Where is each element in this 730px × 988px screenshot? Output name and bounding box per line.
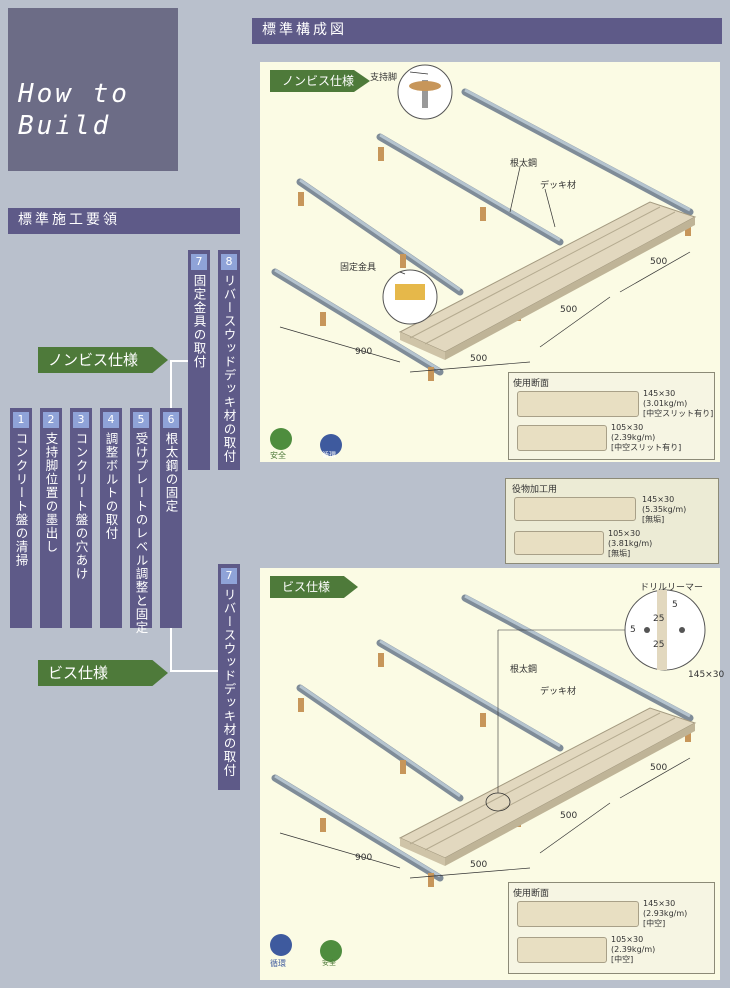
recycle-globe-icon (270, 934, 292, 956)
section-shape-145 (517, 901, 639, 927)
safety-icon-label: 安全 (322, 959, 336, 967)
step-text: リバースウッドデッキ材の取付 (221, 274, 237, 463)
nonbis-deck-diagram (271, 64, 697, 381)
step-text: 支持脚位置の墨出し (43, 432, 59, 554)
section-title: 使用断面 (513, 379, 550, 389)
dim-900: 900 (355, 347, 373, 357)
step-5: 5 受けプレートのレベル調整と固定 (130, 408, 152, 635)
trim-shape-105 (514, 531, 604, 555)
construction-procedure-title: 標準施工要領 (8, 208, 240, 234)
nonbis-section-box: 使用断面 145×30 (3.01kg/m) [中空スリット有り] 105×30… (508, 372, 715, 460)
bis-spec-arrow: ビス仕様 (38, 660, 168, 686)
trim-section-box: 役物加工用 145×30 (5.35kg/m) [無垢] 105×30 (3.8… (505, 478, 719, 564)
section-spec-145: 145×30 (2.93kg/m) [中空] (643, 899, 688, 928)
trim-shape-145 (514, 497, 636, 521)
detail-dim-d: 25 (653, 640, 665, 650)
dim-500c: 500 (650, 257, 668, 267)
step-number: 1 (13, 412, 29, 428)
step-number: 6 (163, 412, 179, 428)
step-6: 6 根太鋼の固定 (160, 408, 182, 628)
section-shape-105 (517, 937, 607, 963)
how-to-build-box: How to Build (8, 8, 178, 171)
step-number: 2 (43, 412, 59, 428)
bis-deck-diagram (271, 589, 706, 887)
step-text: 調整ボルトの取付 (103, 432, 119, 540)
safety-icon-label: 安全 (270, 451, 286, 460)
dim-500c: 500 (650, 763, 668, 773)
bis-diagram-panel: ビス仕様 (260, 568, 724, 980)
flow-connector-top (170, 360, 192, 362)
recycle-globe-icon (320, 434, 342, 456)
section-spec-105: 105×30 (2.39kg/m) [中空] (611, 935, 656, 964)
bracket-label: 固定金具 (340, 263, 377, 273)
trim-title: 役物加工用 (512, 485, 558, 495)
step-1: 1 コンクリート盤の清掃 (10, 408, 32, 628)
drill-reamer-label: ドリルリーマー (640, 583, 704, 593)
step-text: 固定金具の取付 (191, 274, 207, 369)
safety-icon (270, 428, 292, 450)
joist-label: 根太鋼 (510, 665, 538, 675)
nonbis-step-7: 7 固定金具の取付 (188, 250, 210, 470)
nonbis-tag: ノンビス仕様 (270, 70, 370, 92)
deck-label: デッキ材 (540, 181, 577, 191)
detail-dim-c: 25 (653, 614, 665, 624)
step-number: 4 (103, 412, 119, 428)
dim-500a: 500 (470, 860, 488, 870)
nonbis-spec-arrow: ノンビス仕様 (38, 347, 168, 373)
bis-section-box: 使用断面 145×30 (2.93kg/m) [中空] 105×30 (2.39… (508, 882, 715, 974)
step-4: 4 調整ボルトの取付 (100, 408, 122, 628)
dim-500b: 500 (560, 811, 578, 821)
nonbis-diagram-panel: ノンビス仕様 (260, 62, 720, 462)
step-text: コンクリート盤の清掃 (13, 432, 29, 567)
step-3: 3 コンクリート盤の穴あけ (70, 408, 92, 628)
dim-900: 900 (355, 853, 373, 863)
step-text: 根太鋼の固定 (163, 432, 179, 513)
recycle-icon-label: 循環 (270, 959, 286, 968)
detail-size-label: 145×30 (688, 670, 725, 680)
recycle-icon-label: 循環 (322, 451, 336, 459)
step-text: リバースウッドデッキ材の取付 (221, 588, 237, 777)
section-shape-145 (517, 391, 639, 417)
dim-500b: 500 (560, 305, 578, 315)
step-number: 3 (73, 412, 89, 428)
step-number: 5 (133, 412, 149, 428)
safety-icon (320, 940, 342, 962)
bis-tag: ビス仕様 (270, 576, 358, 598)
step-number: 7 (221, 568, 237, 584)
dim-500a: 500 (470, 354, 488, 364)
nonbis-step-8: 8 リバースウッドデッキ材の取付 (218, 250, 240, 470)
deck-label: デッキ材 (540, 687, 577, 697)
step-text: 受けプレートのレベル調整と固定 (133, 432, 149, 635)
support-leg-label: 支持脚 (370, 73, 398, 83)
detail-dim-a: 5 (672, 600, 678, 610)
how-to-title-line2: Build (18, 111, 112, 141)
bis-step-7: 7 リバースウッドデッキ材の取付 (218, 564, 240, 790)
standard-configuration-title: 標準構成図 (252, 18, 722, 44)
section-spec-105: 105×30 (2.39kg/m) [中空スリット有り] (611, 423, 682, 452)
section-shape-105 (517, 425, 607, 451)
step-number: 8 (221, 254, 237, 270)
section-title: 使用断面 (513, 889, 550, 899)
section-spec-145: 145×30 (3.01kg/m) [中空スリット有り] (643, 389, 714, 418)
joist-label: 根太鋼 (510, 159, 538, 169)
step-2: 2 支持脚位置の墨出し (40, 408, 62, 628)
detail-dim-b: 5 (630, 625, 636, 635)
flow-connector-bottom (170, 670, 218, 672)
step-number: 7 (191, 254, 207, 270)
step-text: コンクリート盤の穴あけ (73, 432, 89, 581)
trim-spec-105: 105×30 (3.81kg/m) [無垢] (608, 529, 653, 558)
how-to-title-line1: How to (18, 79, 130, 109)
trim-spec-145: 145×30 (5.35kg/m) [無垢] (642, 495, 687, 524)
